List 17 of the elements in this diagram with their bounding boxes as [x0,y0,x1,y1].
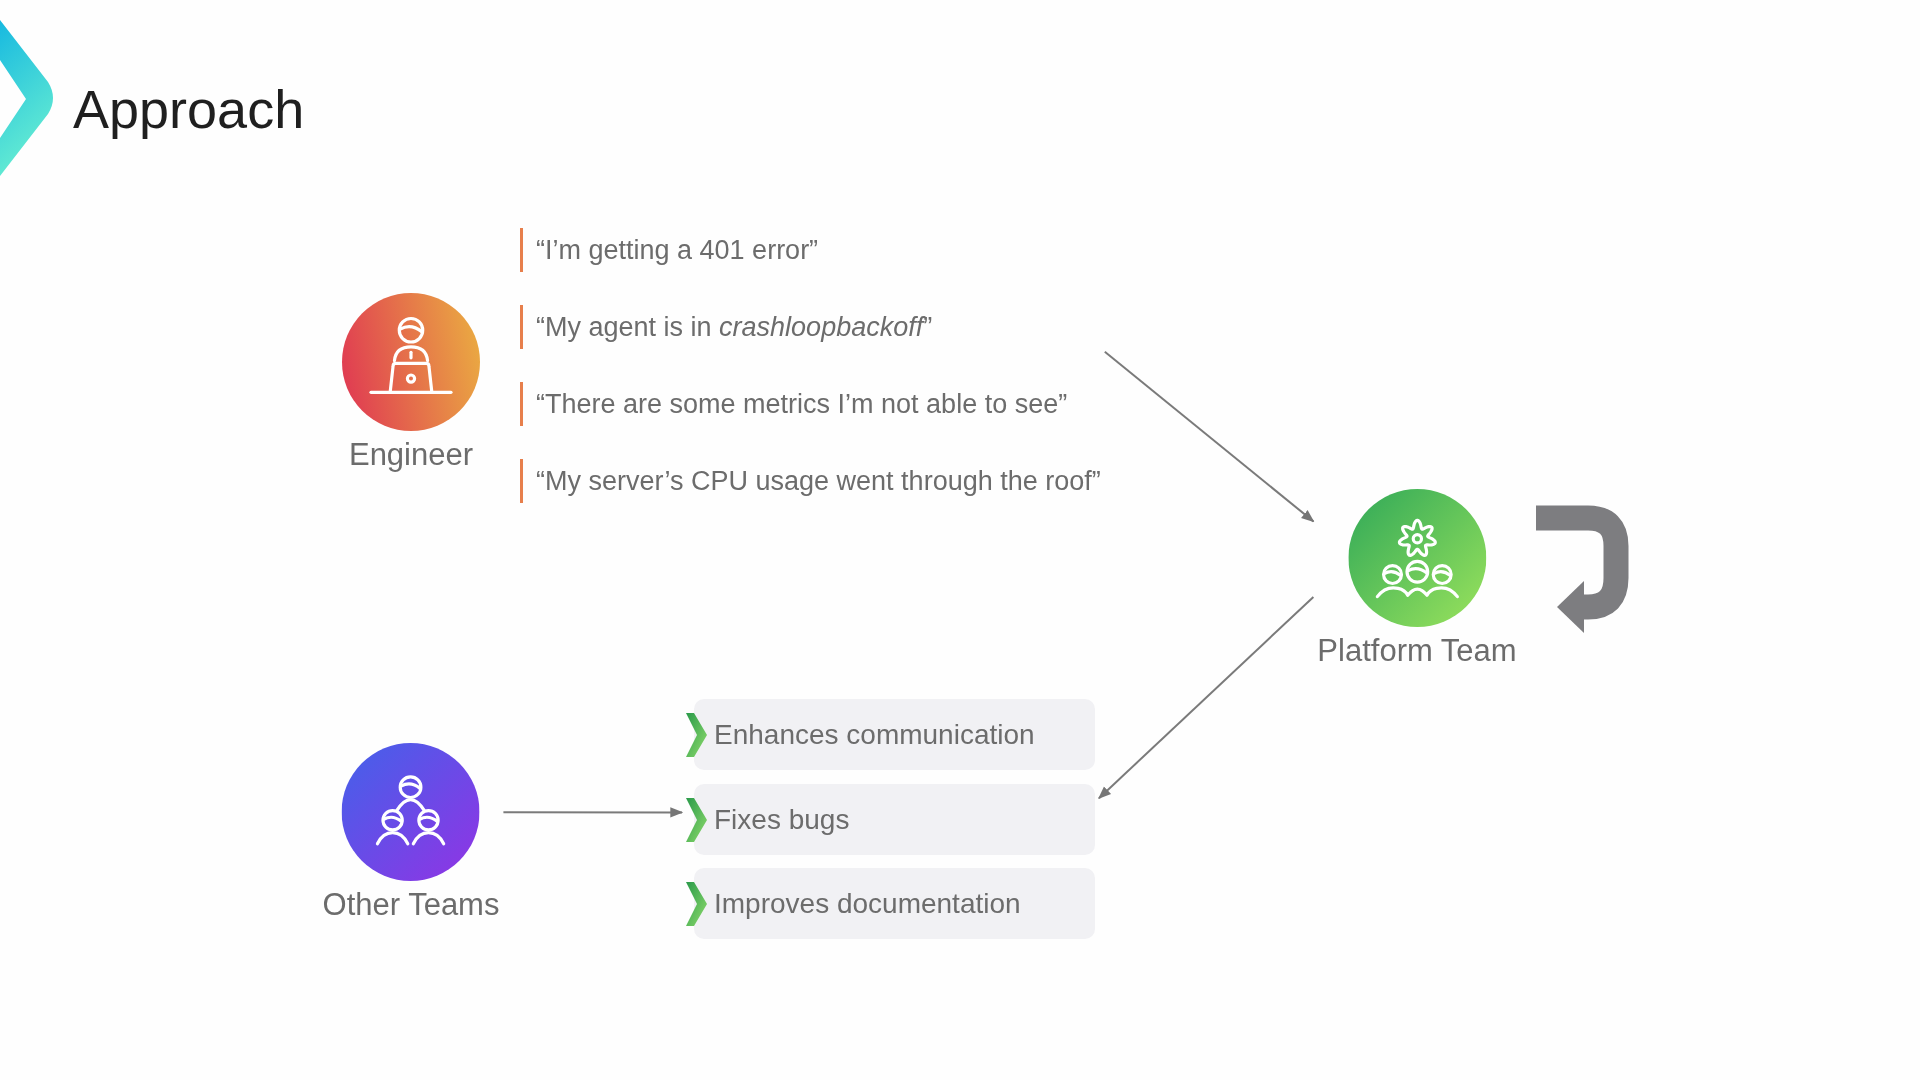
item-card [686,699,1095,770]
slide-title: Approach [73,78,305,141]
quote-text: “I’m getting a 401 error” [520,228,819,272]
item-card [686,868,1095,939]
quote-text: “There are some metrics I’m not able to see” [520,382,1068,426]
item-text: Enhances communication [714,717,1035,752]
avatar-label: Engineer [348,437,474,473]
arrow [1103,350,1315,523]
item-text: Improves documentation [714,886,1021,921]
arrow [1098,596,1315,800]
item-card [686,784,1095,855]
avatar-label: Platform Team [1317,633,1517,669]
arrow [502,807,684,818]
quote-text: “My agent is in crashloopbackoff” [520,305,933,349]
quote-text: “My server’s CPU usage went through the roof” [520,459,1101,503]
item-text: Fixes bugs [714,802,850,837]
avatar-label: Other Teams [322,887,500,923]
